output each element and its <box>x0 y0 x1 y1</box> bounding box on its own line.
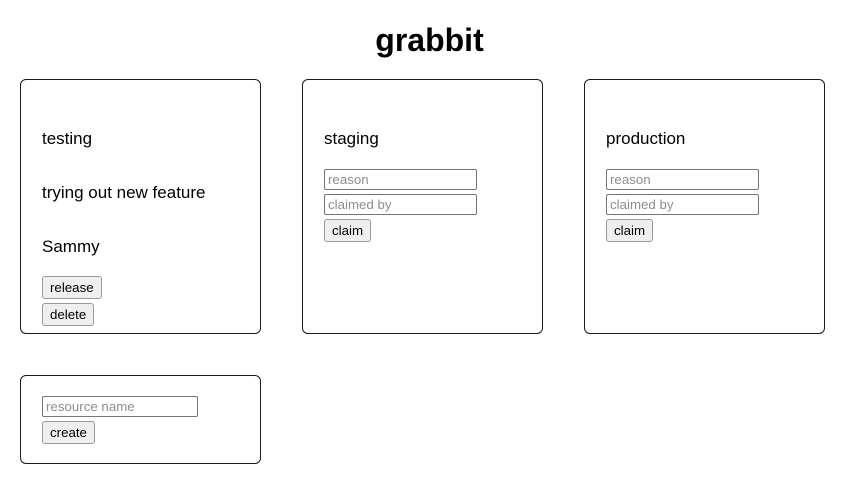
claimed-by-input-production[interactable] <box>606 194 759 215</box>
resource-card-production: production claim <box>584 79 825 334</box>
resource-name-input[interactable] <box>42 396 198 417</box>
reason-input-staging[interactable] <box>324 169 477 190</box>
page-title: grabbit <box>375 22 484 58</box>
create-button[interactable]: create <box>42 421 95 444</box>
claim-button-staging[interactable]: claim <box>324 219 372 242</box>
resource-actions-testing: release delete <box>42 276 239 326</box>
claim-form-production: claim <box>606 169 803 242</box>
release-button-testing[interactable]: release <box>42 276 102 299</box>
claimed-by-input-staging[interactable] <box>324 194 477 215</box>
resource-reason-testing: trying out new feature <box>42 183 206 202</box>
resource-card-grid: testing trying out new feature Sammy rel… <box>0 79 859 464</box>
delete-button-testing[interactable]: delete <box>42 303 95 326</box>
resource-name-staging: staging <box>324 129 379 148</box>
resource-claimed-by-testing: Sammy <box>42 237 100 256</box>
create-resource-card: create <box>20 375 261 464</box>
resource-card-testing: testing trying out new feature Sammy rel… <box>20 79 261 334</box>
claim-form-staging: claim <box>324 169 521 242</box>
resource-name-production: production <box>606 129 686 148</box>
claim-button-production[interactable]: claim <box>606 219 654 242</box>
reason-input-production[interactable] <box>606 169 759 190</box>
resource-card-staging: staging claim <box>302 79 543 334</box>
resource-name-testing: testing <box>42 129 93 148</box>
